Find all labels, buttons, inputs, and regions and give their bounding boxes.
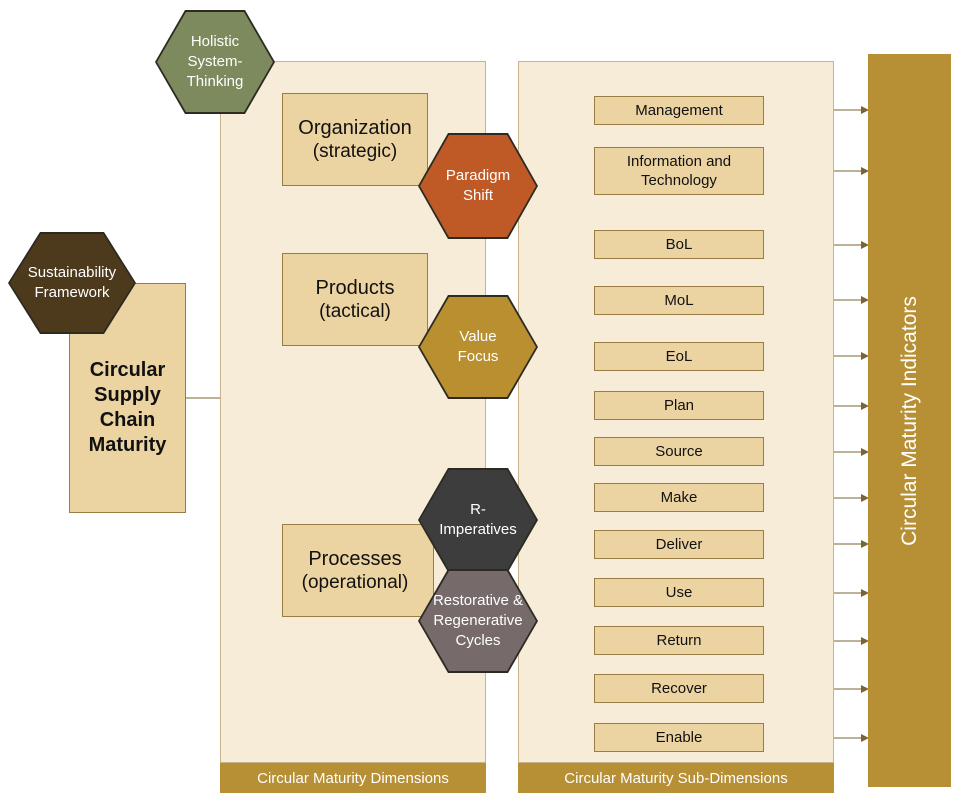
hex-line: Value (459, 328, 497, 345)
root-title-line: Circular (89, 359, 166, 381)
hex-line: System- (187, 53, 243, 70)
hex-line: Regenerative (433, 612, 523, 629)
processes-dimension-box: Processes (operational) (282, 524, 434, 617)
products-dimension-box: Products (tactical) (282, 253, 428, 346)
circular-maturity-indicators-bar: Circular Maturity Indicators (868, 54, 951, 787)
dimension-name: Products (315, 276, 395, 299)
subdimension-label: Information and Technology (626, 153, 732, 189)
subdimension-information-technology: Information and Technology (594, 147, 764, 195)
hex-line: Framework (34, 284, 110, 301)
hex-line: Sustainability (27, 264, 117, 281)
subdimension-source: Source (594, 437, 764, 466)
root-title-line: Supply (94, 384, 161, 406)
hex-line: Paradigm (445, 167, 511, 184)
root-title-line: Maturity (88, 434, 167, 456)
dimension-level: (tactical) (319, 300, 391, 322)
subdimension-eol: EoL (594, 342, 764, 371)
subdimensions-panel-label: Circular Maturity Sub-Dimensions (518, 763, 834, 793)
dimension-name: Organization (298, 116, 412, 139)
dimension-name: Processes (308, 547, 402, 570)
indicators-label: Circular Maturity Indicators (897, 295, 921, 546)
hex-line: Focus (457, 348, 499, 365)
subdimension-mol: MoL (594, 286, 764, 315)
subdimension-bol: BoL (594, 230, 764, 259)
subdimension-make: Make (594, 483, 764, 512)
hex-line: Restorative & (432, 592, 524, 609)
restorative-regenerative-cycles-hex: Restorative & Regenerative Cycles (420, 571, 536, 671)
subdimension-plan: Plan (594, 391, 764, 420)
subdimension-enable: Enable (594, 723, 764, 752)
hex-line: Thinking (186, 73, 244, 90)
subdimension-management: Management (594, 96, 764, 125)
root-title-line: Chain (99, 409, 156, 431)
subdimension-deliver: Deliver (594, 530, 764, 559)
subdimension-use: Use (594, 578, 764, 607)
hex-line: Imperatives (439, 521, 517, 538)
subdimension-return: Return (594, 626, 764, 655)
dimensions-panel-label: Circular Maturity Dimensions (220, 763, 486, 793)
hex-line: Holistic (190, 33, 240, 50)
hex-line: Cycles (455, 632, 501, 649)
hex-line: Shift (462, 187, 493, 204)
dimension-level: (strategic) (312, 140, 398, 162)
hex-line: R- (470, 501, 486, 518)
dimension-level: (operational) (301, 571, 409, 593)
subdimension-recover: Recover (594, 674, 764, 703)
organization-dimension-box: Organization (strategic) (282, 93, 428, 186)
